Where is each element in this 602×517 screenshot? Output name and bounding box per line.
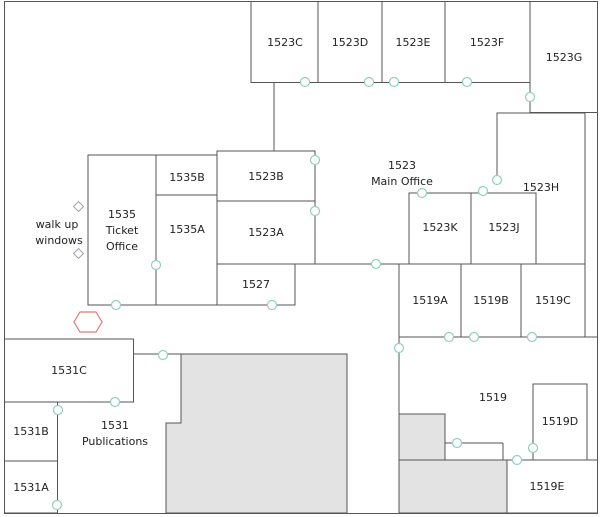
door-marker[interactable] (393, 342, 405, 354)
room-label-1535B: 1535B (169, 171, 205, 184)
room-1523B[interactable] (216, 150, 316, 202)
room-label-1531A: 1531A (13, 481, 49, 494)
walkup-windows-label-line1: walk up (36, 218, 79, 231)
door-marker[interactable] (157, 349, 169, 361)
room-label-publications: Publications (82, 435, 148, 448)
door-marker[interactable] (527, 442, 539, 454)
room-label-1531: 1531 (101, 419, 129, 432)
door-marker[interactable] (443, 331, 455, 343)
door-marker[interactable] (150, 259, 162, 271)
room-1523D[interactable] (317, 1, 383, 83)
room-1531A[interactable] (4, 460, 58, 514)
room-1519A[interactable] (398, 263, 462, 338)
room-label-1523H: 1523H (523, 181, 559, 194)
door-marker[interactable] (109, 396, 121, 408)
room-1535[interactable] (87, 154, 157, 306)
room-1531B[interactable] (4, 401, 58, 462)
door-marker[interactable] (511, 454, 523, 466)
door-marker[interactable] (491, 174, 503, 186)
room-label-1523: 1523 (388, 159, 416, 172)
door-marker[interactable] (388, 76, 400, 88)
room-label-1519C: 1519C (535, 294, 571, 307)
room-1531C[interactable] (4, 338, 134, 403)
room-label-1519A: 1519A (412, 294, 448, 307)
room-1523H[interactable] (496, 112, 586, 264)
door-marker[interactable] (526, 331, 538, 343)
room-1519D[interactable] (532, 383, 588, 461)
door-marker[interactable] (52, 404, 64, 416)
walkup-window-marker[interactable] (72, 247, 85, 260)
room-1535A[interactable] (155, 194, 218, 306)
room-label-1535: 1535 (108, 208, 136, 221)
door-marker[interactable] (477, 185, 489, 197)
room-label-1523G: 1523G (546, 51, 583, 64)
door-marker[interactable] (363, 76, 375, 88)
room-label-1523E: 1523E (396, 36, 431, 49)
room-label-1523B: 1523B (248, 170, 284, 183)
door-marker[interactable] (416, 187, 428, 199)
room-label-1519D: 1519D (542, 415, 578, 428)
shaded-area-center (165, 353, 348, 514)
walkup-window-marker[interactable] (72, 200, 85, 213)
room-1523C[interactable] (250, 1, 319, 83)
door-marker[interactable] (266, 299, 278, 311)
room-label-1519E: 1519E (530, 480, 565, 493)
room-label-1523K: 1523K (422, 221, 458, 234)
shaded-area-1519-bottom (398, 459, 508, 514)
room-label-1523F: 1523F (470, 36, 504, 49)
room-1527[interactable] (216, 263, 296, 306)
door-marker[interactable] (370, 258, 382, 270)
room-label-office: Office (106, 240, 138, 253)
door-marker[interactable] (468, 331, 480, 343)
room-label-1531B: 1531B (13, 425, 49, 438)
room-1523F[interactable] (444, 1, 531, 83)
room-label-main-office: Main Office (371, 175, 433, 188)
room-1519C[interactable] (520, 263, 586, 338)
door-marker[interactable] (299, 76, 311, 88)
room-1519E[interactable] (506, 459, 598, 514)
room-label-1519: 1519 (479, 391, 507, 404)
door-marker[interactable] (309, 154, 321, 166)
shaded-area-1519-left (398, 413, 446, 461)
room-label-ticket: Ticket (105, 224, 139, 237)
walkup-windows-label-line2: windows (35, 234, 83, 247)
room-label-1527: 1527 (242, 278, 270, 291)
room-label-1523J: 1523J (488, 221, 519, 234)
room-label-1531C: 1531C (51, 364, 87, 377)
walkup-window-markers (72, 200, 85, 260)
door-marker[interactable] (309, 205, 321, 217)
room-label-1535A: 1535A (169, 223, 205, 236)
room-label-1519B: 1519B (473, 294, 509, 307)
door-marker[interactable] (451, 437, 463, 449)
door-marker[interactable] (110, 299, 122, 311)
room-label-1523A: 1523A (248, 226, 284, 239)
entrance-marker[interactable] (73, 311, 103, 333)
room-label-1523D: 1523D (332, 36, 368, 49)
room-1523K[interactable] (408, 192, 472, 265)
room-1523J[interactable] (470, 192, 537, 265)
door-markers (51, 76, 539, 511)
door-marker[interactable] (524, 91, 536, 103)
door-marker[interactable] (51, 499, 63, 511)
room-label-1523C: 1523C (267, 36, 303, 49)
door-marker[interactable] (461, 76, 473, 88)
